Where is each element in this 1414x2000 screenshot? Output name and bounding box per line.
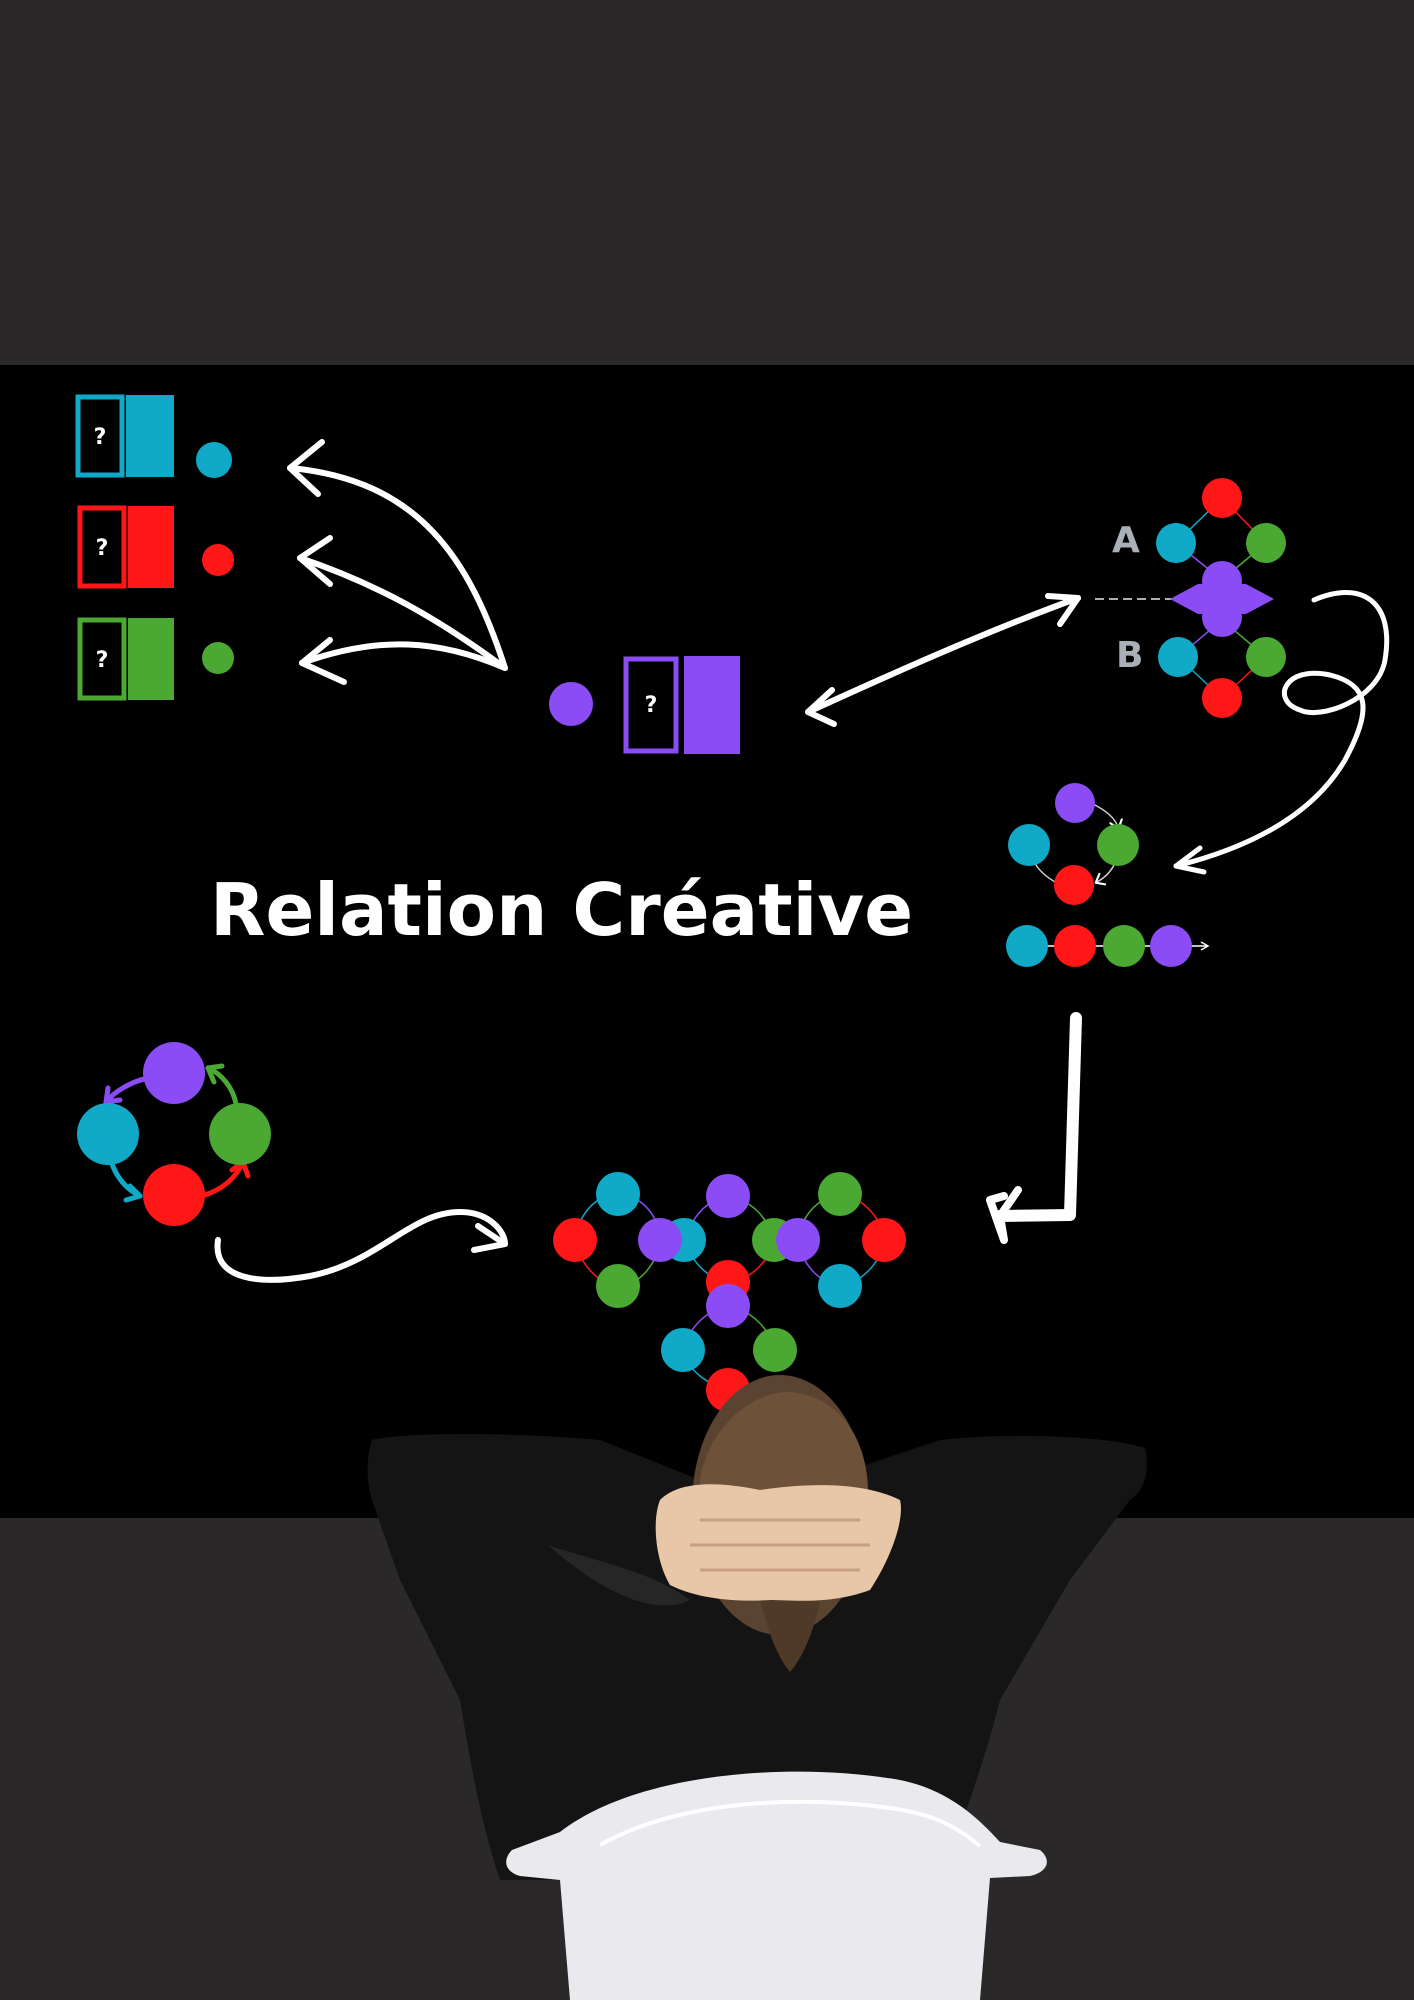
label-b: B bbox=[1116, 635, 1144, 676]
cyan-rectangle bbox=[126, 395, 174, 477]
curved-arrow-icon bbox=[299, 641, 508, 671]
legend-cyan: ? bbox=[75, 394, 232, 478]
curved-arrow-icon bbox=[287, 465, 508, 671]
curved-arrow-icon bbox=[297, 555, 508, 671]
question-mark: ? bbox=[96, 536, 109, 561]
question-mark: ? bbox=[645, 693, 658, 718]
red-rectangle bbox=[128, 506, 174, 588]
big-cycle bbox=[77, 1042, 271, 1226]
dot-row bbox=[1006, 925, 1210, 967]
label-a: A bbox=[1112, 520, 1140, 561]
white-chair-icon bbox=[506, 1771, 1047, 2000]
legend-green: ? bbox=[77, 617, 234, 701]
question-box-icon bbox=[77, 617, 127, 701]
question-box-icon bbox=[77, 505, 127, 589]
double-arrow-icon bbox=[805, 593, 1081, 727]
cyan-dot bbox=[196, 442, 232, 478]
loop-arrow-icon bbox=[1173, 590, 1390, 875]
green-dot bbox=[202, 642, 234, 674]
wave-arrow-icon bbox=[214, 1208, 508, 1283]
question-box-icon bbox=[75, 394, 125, 478]
fan-arrows bbox=[287, 439, 508, 685]
question-box-icon bbox=[623, 656, 679, 754]
green-rectangle bbox=[128, 618, 174, 700]
page-title: Relation Créative bbox=[210, 868, 914, 952]
ab-diamond-structure bbox=[1095, 478, 1286, 718]
legend-red: ? bbox=[77, 505, 234, 589]
red-dot bbox=[202, 544, 234, 576]
small-cycle bbox=[1008, 783, 1139, 905]
question-mark: ? bbox=[94, 425, 107, 450]
person-back-hands-behind-head bbox=[367, 1375, 1147, 1880]
corner-arrow-icon bbox=[986, 1012, 1082, 1244]
interlinked-structure bbox=[553, 1172, 906, 1412]
purple-rectangle bbox=[684, 656, 740, 754]
question-mark: ? bbox=[96, 648, 109, 673]
purple-question-element: ? bbox=[549, 656, 740, 754]
purple-dot bbox=[549, 682, 593, 726]
